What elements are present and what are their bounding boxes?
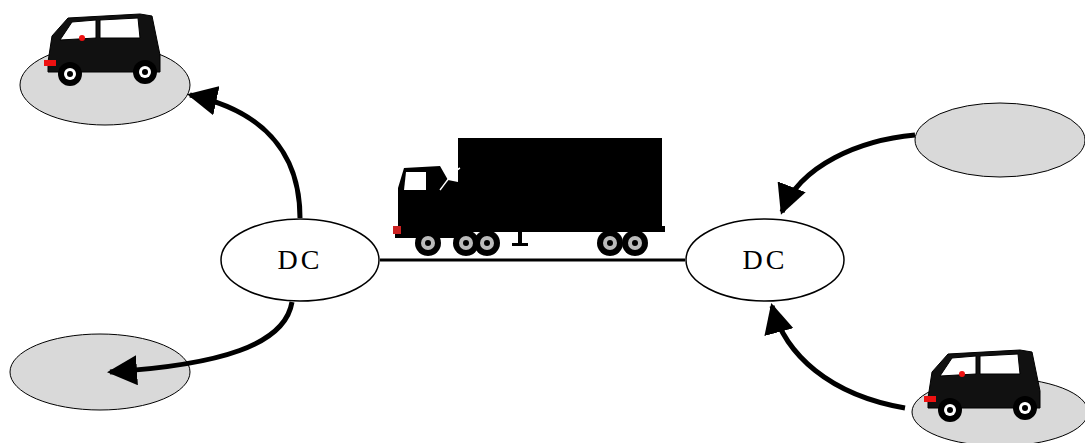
dc-ellipse: DC [220,218,380,302]
flow-arrow [190,95,300,218]
van-illustration [924,350,1040,422]
node-label: DC [278,244,323,276]
location-area [915,103,1085,177]
flow-arrow [772,306,905,408]
link-line [380,259,685,262]
van-illustration [44,14,160,86]
flow-arrow [110,302,292,372]
flow-arrow [782,135,915,212]
ellipse-shape [686,219,844,301]
ellipse-shape [221,219,379,301]
dc-ellipse: DC [685,218,845,302]
node-label: DC [743,244,788,276]
location-area [10,334,190,410]
